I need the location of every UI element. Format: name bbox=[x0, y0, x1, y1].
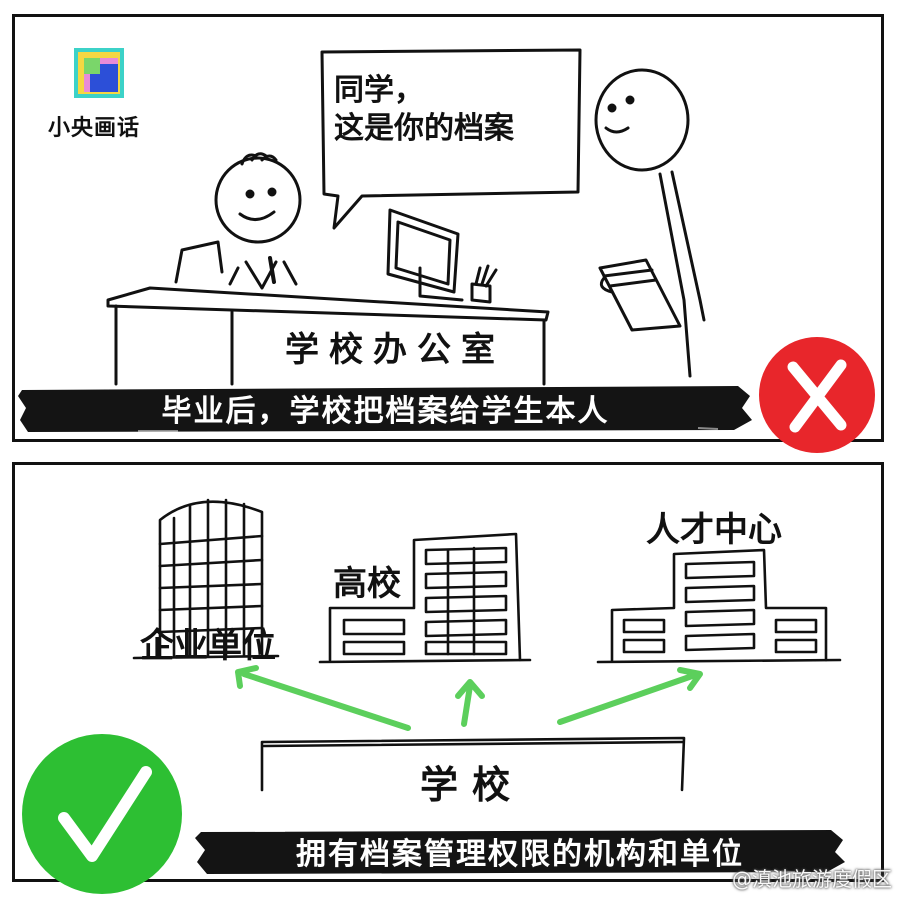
caption-banner-bottom: 拥有档案管理权限的机构和单位 bbox=[195, 826, 845, 876]
office-scene-illustration bbox=[106, 48, 706, 386]
x-mark-icon bbox=[759, 337, 875, 453]
speech-line-2: 这是你的档案 bbox=[334, 111, 514, 146]
caption-bottom-text: 拥有档案管理权限的机构和单位 bbox=[296, 837, 744, 872]
caption-banner-top: 毕业后，学校把档案给学生本人 bbox=[18, 382, 753, 434]
check-mark-icon bbox=[22, 734, 182, 894]
label-university: 高校 bbox=[333, 564, 401, 604]
logo-text: 小央画话 bbox=[48, 116, 141, 141]
brush-stroke-background bbox=[18, 386, 752, 432]
caption-top-text: 毕业后，学校把档案给学生本人 bbox=[161, 394, 610, 429]
brush-stroke-background bbox=[195, 830, 845, 874]
label-school: 学校 bbox=[420, 762, 525, 807]
institutions-scene-illustration bbox=[132, 498, 842, 792]
label-talent-center: 人才中心 bbox=[646, 510, 782, 550]
speech-line-1: 同学， bbox=[334, 73, 424, 108]
watermark: @滇池旅游度假区 bbox=[732, 867, 892, 891]
label-enterprise: 企业单位 bbox=[140, 626, 276, 666]
speech-bubble-text: 同学， 这是你的档案 bbox=[334, 72, 566, 148]
comic-panel-wrong bbox=[12, 14, 884, 442]
logo-cube-icon bbox=[74, 48, 124, 98]
logo: 小央画话 bbox=[36, 44, 156, 144]
desk-label: 学校办公室 bbox=[285, 330, 505, 370]
